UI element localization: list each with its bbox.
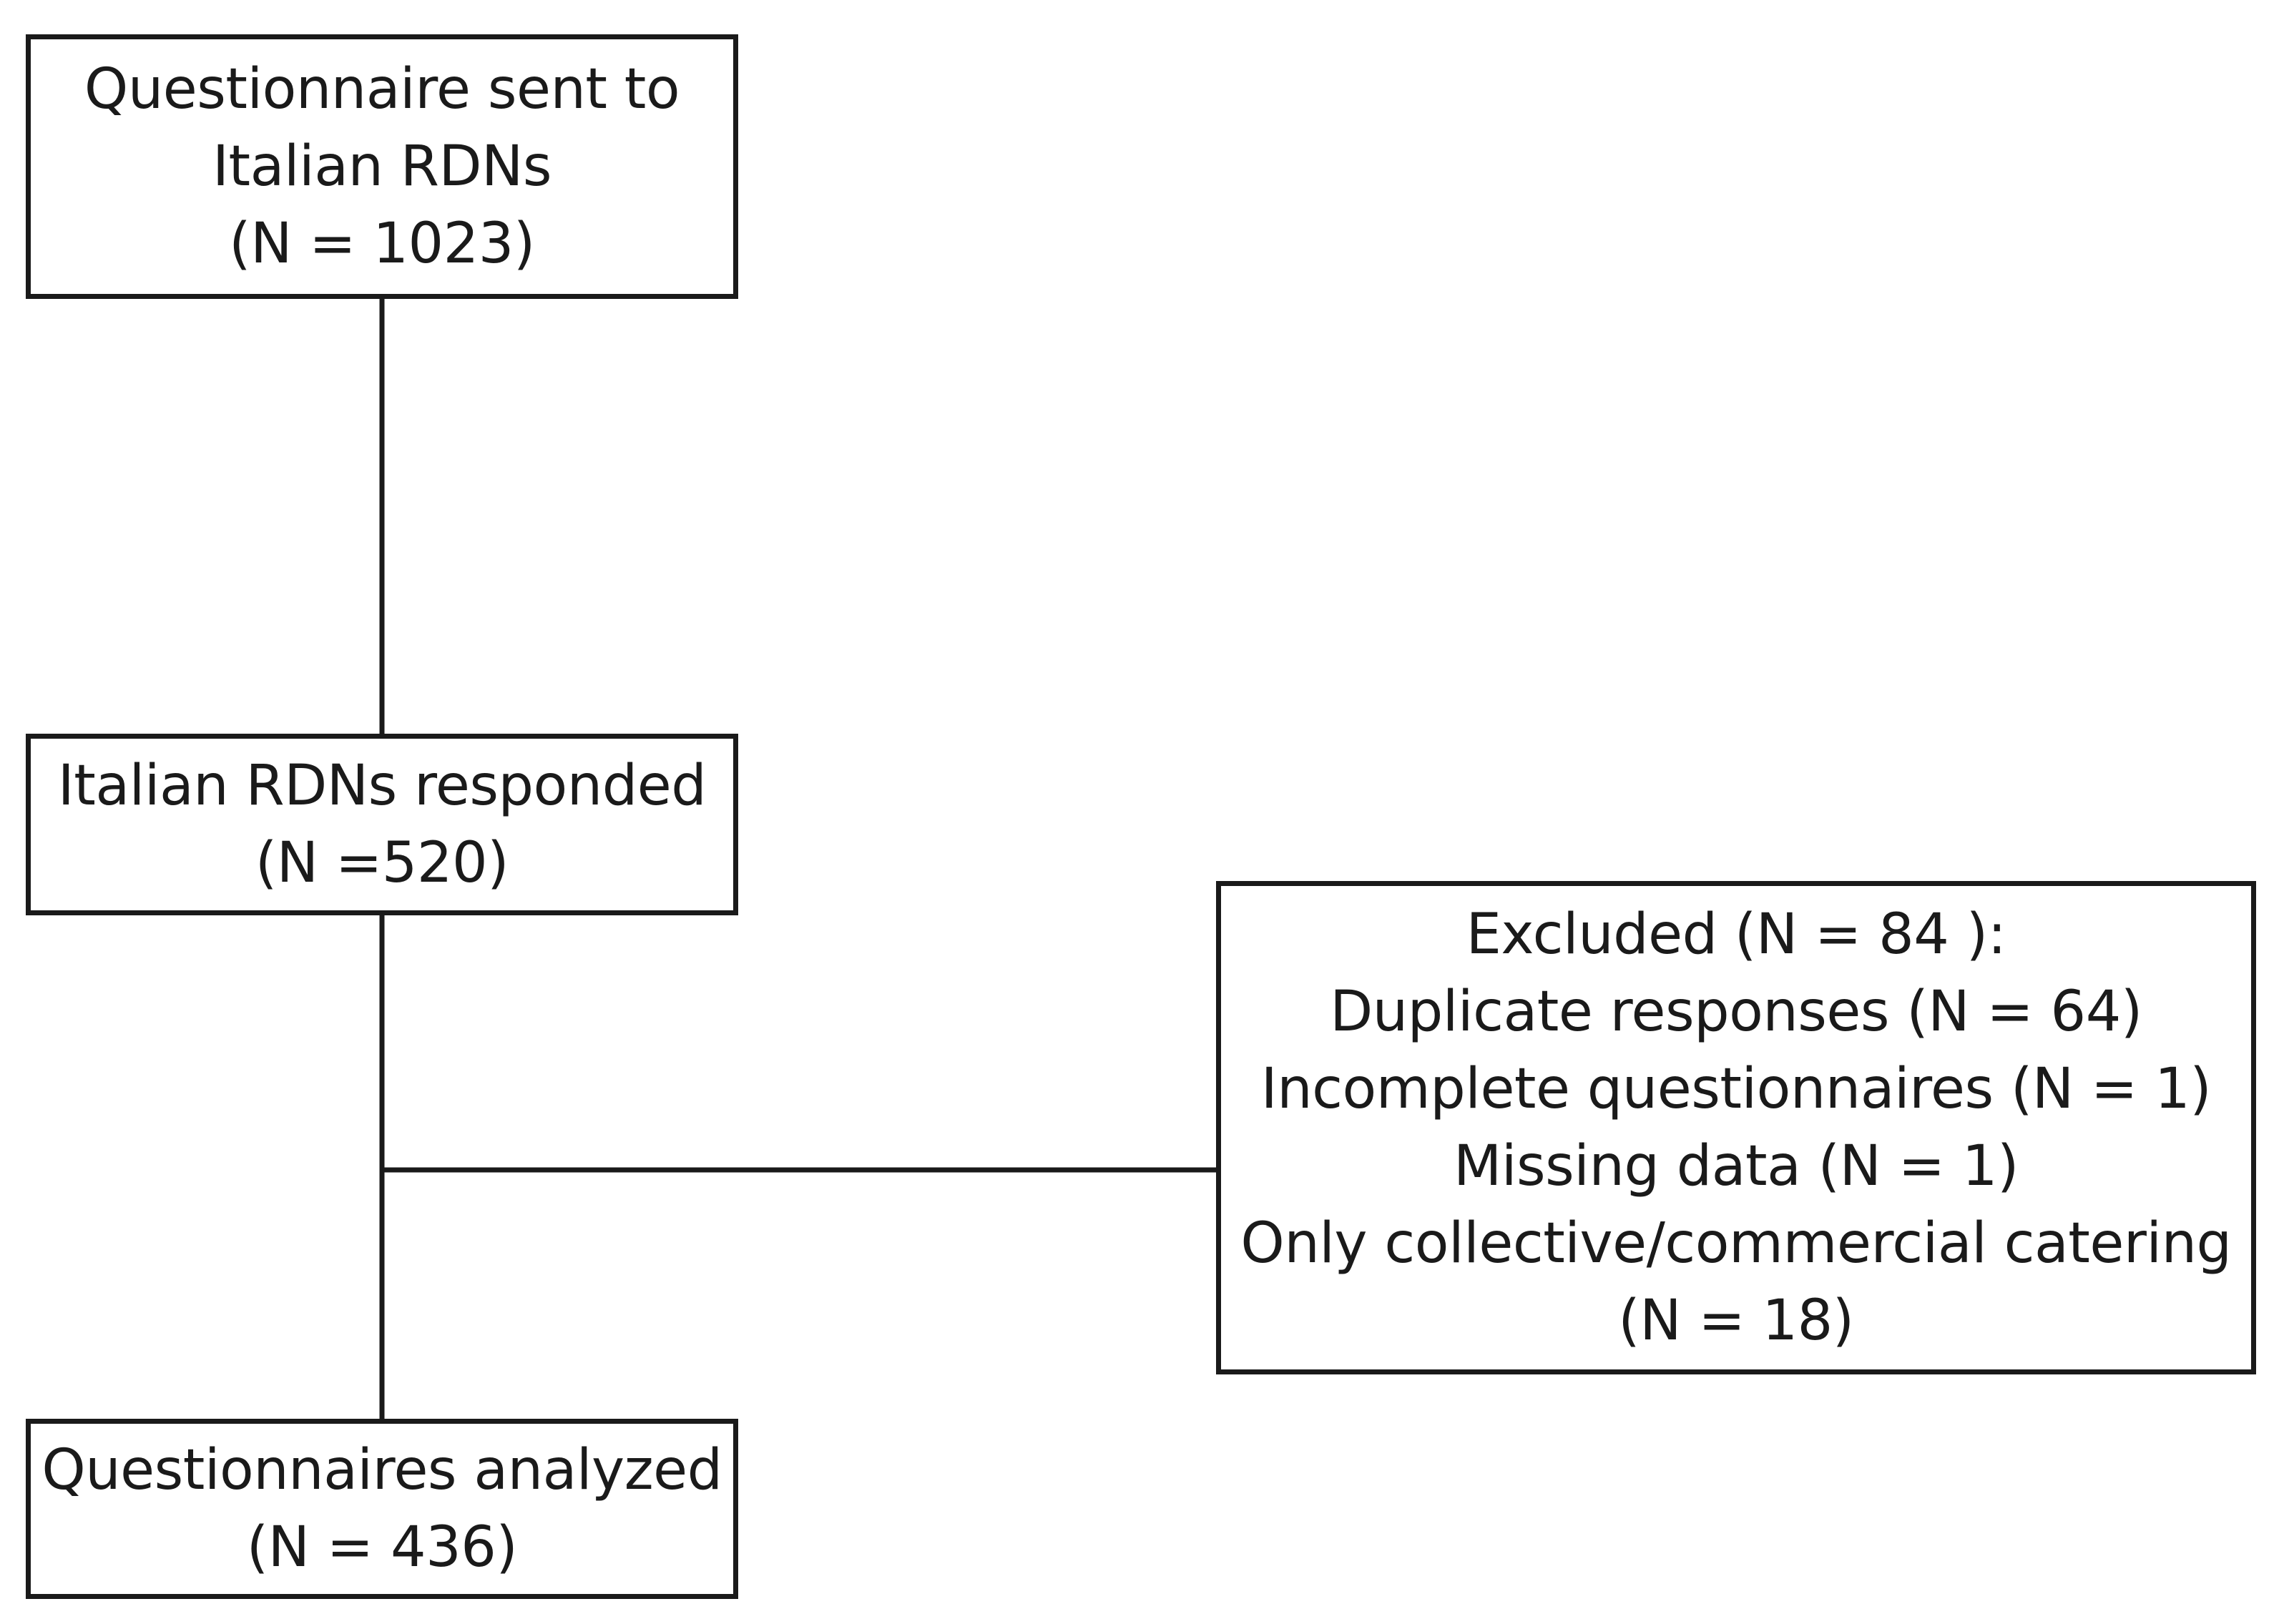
box-text-line: Questionnaire sent to (84, 57, 680, 122)
box-text-line: Italian RDNs (212, 134, 552, 199)
excluded-reason-catering: Only collective/commercial catering (1240, 1211, 2232, 1276)
box-count: (N = 1023) (229, 212, 535, 276)
excluded-reason-missing: Missing data (N = 1) (1454, 1134, 2019, 1199)
box-text-line: Italian RDNs responded (57, 754, 707, 818)
box-count: (N = 436) (246, 1515, 518, 1580)
excluded-box: Excluded (N = 84 ): Duplicate responses … (1216, 881, 2256, 1374)
excluded-header: Excluded (N = 84 ): (1466, 902, 2006, 967)
questionnaire-sent-box: Questionnaire sent to Italian RDNs (N = … (26, 34, 738, 299)
analyzed-box: Questionnaires analyzed (N = 436) (26, 1419, 738, 1599)
box-text-line: Questionnaires analyzed (41, 1438, 722, 1502)
box-count: (N =520) (255, 831, 509, 895)
excluded-reason-catering-count: (N = 18) (1618, 1289, 1854, 1353)
responded-box: Italian RDNs responded (N =520) (26, 734, 738, 915)
excluded-reason-duplicates: Duplicate responses (N = 64) (1330, 980, 2142, 1044)
excluded-reason-incomplete: Incomplete questionnaires (N = 1) (1260, 1057, 2212, 1121)
